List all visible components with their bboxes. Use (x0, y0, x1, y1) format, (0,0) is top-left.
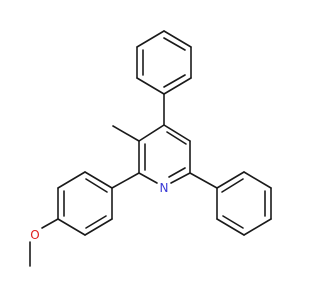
bond-an-e-double (85, 215, 107, 229)
bond-an-a (84, 171, 113, 189)
bond-c6-n1-double (168, 167, 186, 178)
bond-ph2-e-double (222, 215, 244, 229)
bond-ph1-a (136, 77, 165, 95)
atom-label-nitrogen: N (160, 181, 169, 195)
bond-n1-c2 (138, 172, 158, 184)
bond-c6-phenyl-right (189, 172, 218, 189)
bond-ph1-c (136, 30, 165, 48)
molecule-structure: N O (29, 30, 272, 267)
bond-an-b (57, 171, 86, 189)
bond-an-a-double (85, 178, 108, 193)
atom-label-oxygen: O (30, 228, 39, 242)
bond-ph1-d (163, 30, 192, 48)
bond-ph1-f (163, 77, 192, 95)
bond-ph2-e (216, 218, 245, 236)
bond-c3-methyl (112, 125, 140, 142)
bond-layer (29, 30, 272, 267)
bond-c2-anisyl (111, 172, 140, 189)
bond-ph1-f-double (163, 74, 186, 88)
bond-c4-c5 (163, 124, 191, 142)
atom-label-layer: N O (30, 181, 168, 242)
bond-c3-c4 (138, 124, 165, 142)
bond-ph2-a (216, 171, 245, 189)
bond-ph2-d (243, 218, 272, 236)
bond-anisyl-o (41, 218, 59, 229)
bond-ph2-b (243, 171, 272, 189)
bond-ph2-a-double (221, 178, 244, 193)
bond-c4-c5-double (166, 131, 187, 145)
bond-c6-n1 (170, 172, 191, 184)
bond-an-d (57, 218, 86, 236)
bond-an-e (84, 218, 113, 236)
bond-ph1-d-double (163, 37, 186, 51)
